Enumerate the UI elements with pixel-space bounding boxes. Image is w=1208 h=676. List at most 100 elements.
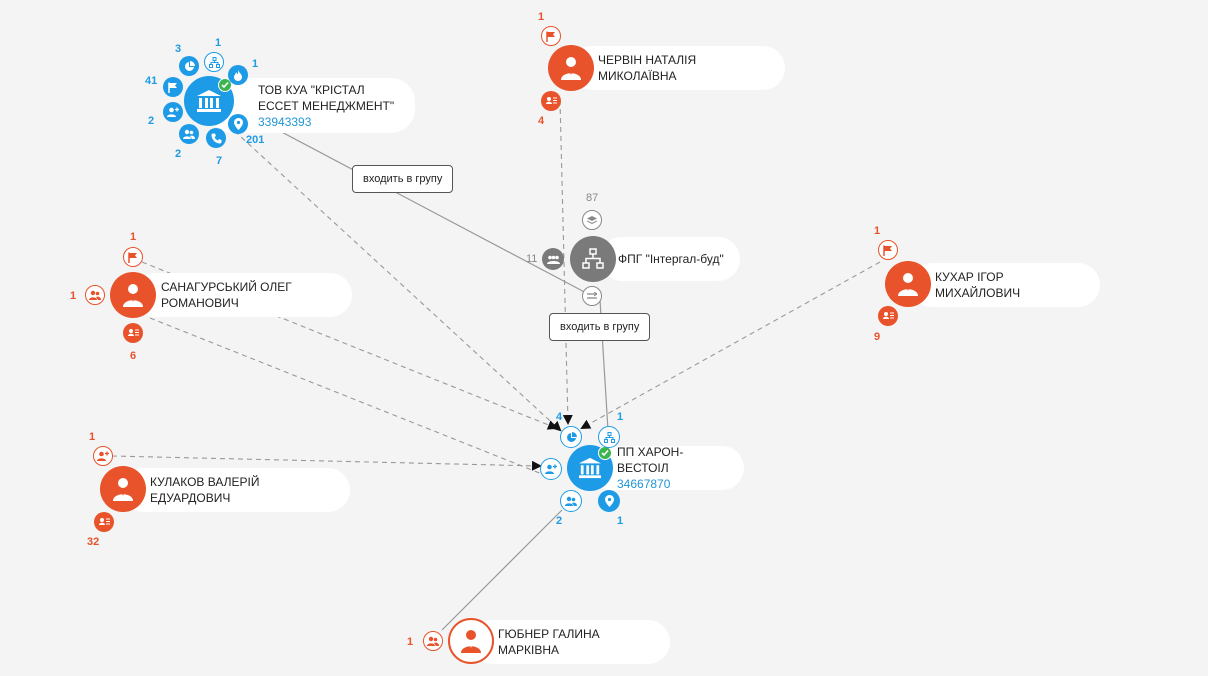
person-add-icon — [545, 464, 557, 474]
kharon-people-sat[interactable] — [560, 490, 582, 512]
kristal-fire-sat[interactable] — [228, 65, 248, 85]
kharon-people-count: 2 — [556, 515, 563, 527]
flag-icon — [128, 252, 137, 263]
id-card-icon — [127, 329, 139, 336]
node-name-chervin: ЧЕРВІН НАТАЛІЯ МИКОЛАЇВНА — [598, 53, 697, 83]
kharon-hierarchy-count: 1 — [617, 411, 624, 423]
verified-check-icon — [598, 446, 612, 460]
kristal-location-count: 201 — [246, 134, 265, 146]
kristal-flag-count: 41 — [145, 75, 158, 87]
hiubner-people-count: 1 — [407, 636, 414, 648]
node-name-fpg: ФПГ "Інтергал-буд" — [618, 252, 724, 266]
node-circle-hiubner[interactable] — [448, 618, 494, 664]
people-icon — [565, 496, 577, 506]
verified-check-icon — [218, 78, 232, 92]
kristal-person-add-sat[interactable] — [163, 102, 183, 122]
node-label-sanahursky[interactable]: САНАГУРСЬКИЙ ОЛЕГ РОМАНОВИЧ — [134, 273, 352, 317]
person-suit-icon — [113, 478, 133, 501]
kharon-location-count: 1 — [617, 515, 624, 527]
phone-icon — [211, 133, 221, 143]
kukhar-doc-count: 9 — [874, 331, 881, 343]
node-label-chervin[interactable]: ЧЕРВІН НАТАЛІЯ МИКОЛАЇВНА — [570, 46, 785, 90]
node-circle-kukhar[interactable] — [885, 261, 931, 307]
kristal-people-count: 2 — [175, 148, 182, 160]
id-card-icon — [98, 518, 110, 525]
kristal-pie-sat[interactable] — [179, 56, 199, 76]
node-label-kukhar[interactable]: КУХАР ІГОР МИХАЙЛОВИЧ — [910, 263, 1100, 307]
node-circle-chervin[interactable] — [548, 45, 594, 91]
node-label-hiubner[interactable]: ГЮБНЕР ГАЛИНА МАРКІВНА — [470, 620, 670, 664]
edge-kristal-kharon — [227, 124, 562, 432]
kharon-pie-sat[interactable] — [560, 426, 582, 448]
fpg-bottom-sat[interactable] — [582, 286, 602, 306]
kristal-pie-count: 3 — [175, 43, 182, 55]
sanahursky-doc-sat[interactable] — [123, 323, 143, 343]
location-pin-icon — [233, 118, 243, 130]
person-suit-icon — [898, 273, 918, 296]
kristal-people-sat[interactable] — [179, 124, 199, 144]
node-circle-kulakov[interactable] — [100, 466, 146, 512]
edge-sanahursky-kharon-2 — [149, 317, 553, 479]
kukhar-doc-sat[interactable] — [878, 306, 898, 326]
fire-icon — [234, 69, 242, 81]
flag-icon — [546, 31, 555, 42]
chervin-doc-count: 4 — [538, 115, 545, 127]
flag-icon — [883, 245, 892, 256]
node-code-kharon: 34667870 — [617, 477, 671, 491]
org-structure-icon — [582, 248, 604, 269]
node-circle-sanahursky[interactable] — [110, 272, 156, 318]
id-card-icon — [545, 97, 557, 104]
sanahursky-doc-count: 6 — [130, 350, 137, 362]
kukhar-flag-sat[interactable] — [878, 240, 898, 260]
fpg-left-sat[interactable] — [542, 248, 564, 270]
node-name-sanahursky: САНАГУРСЬКИЙ ОЛЕГ РОМАНОВИЧ — [161, 280, 292, 310]
kharon-hierarchy-sat[interactable] — [598, 426, 620, 448]
kukhar-flag-count: 1 — [874, 225, 881, 237]
chervin-flag-sat[interactable] — [541, 26, 561, 46]
edge-kristal-fpg — [239, 109, 593, 297]
kristal-hierarchy-sat[interactable] — [204, 52, 224, 72]
node-label-kharon[interactable]: ПП ХАРОН-ВЕСТОІЛ 34667870 — [590, 445, 744, 491]
node-circle-fpg[interactable] — [570, 236, 616, 282]
node-name-kukhar: КУХАР ІГОР МИХАЙЛОВИЧ — [935, 270, 1021, 300]
node-circle-kharon[interactable] — [567, 445, 613, 491]
sanahursky-flag-sat[interactable] — [123, 247, 143, 267]
node-code-kristal: 33943393 — [258, 114, 312, 129]
person-add-icon — [97, 451, 109, 461]
fpg-top-count: 87 — [586, 192, 599, 204]
kristal-hierarchy-count: 1 — [215, 37, 222, 49]
link-icon — [587, 292, 597, 299]
person-suit-icon — [123, 284, 143, 307]
kulakov-person-add-count: 1 — [89, 431, 96, 443]
sanahursky-flag-count: 1 — [130, 231, 137, 243]
chervin-flag-count: 1 — [538, 11, 545, 23]
node-name-kulakov: КУЛАКОВ ВАЛЕРІЙ ЕДУАРДОВИЧ — [150, 475, 260, 505]
node-label-kulakov[interactable]: КУЛАКОВ ВАЛЕРІЙ ЕДУАРДОВИЧ — [122, 468, 350, 512]
hiubner-people-sat[interactable] — [423, 631, 443, 651]
kharon-pie-count: 4 — [556, 411, 563, 423]
kharon-person-add-sat[interactable] — [540, 458, 562, 480]
kulakov-doc-count: 32 — [87, 536, 100, 548]
kristal-location-sat[interactable] — [228, 114, 248, 134]
kulakov-doc-sat[interactable] — [94, 512, 114, 532]
pie-chart-icon — [184, 60, 195, 71]
flag-icon — [168, 82, 177, 93]
chervin-doc-sat[interactable] — [541, 91, 561, 111]
kristal-fire-count: 1 — [252, 58, 259, 70]
fpg-top-sat[interactable] — [582, 210, 602, 230]
edge-label-group-1[interactable]: входить в групу — [352, 165, 454, 193]
node-name-kharon: ПП ХАРОН-ВЕСТОІЛ — [617, 445, 684, 475]
kristal-phone-sat[interactable] — [206, 128, 226, 148]
bank-icon — [197, 90, 221, 112]
kharon-location-sat[interactable] — [598, 490, 620, 512]
kulakov-person-add-sat[interactable] — [93, 446, 113, 466]
edge-label-group-2[interactable]: входить в групу — [549, 313, 651, 341]
people-icon — [89, 290, 101, 300]
node-label-fpg[interactable]: ФПГ "Інтергал-буд" — [600, 237, 740, 281]
person-add-icon — [167, 107, 179, 117]
sanahursky-people-sat[interactable] — [85, 285, 105, 305]
id-card-icon — [882, 312, 894, 319]
kristal-person-add-count: 2 — [148, 115, 155, 127]
kristal-flag-sat[interactable] — [163, 77, 183, 97]
person-suit-icon — [561, 57, 581, 80]
